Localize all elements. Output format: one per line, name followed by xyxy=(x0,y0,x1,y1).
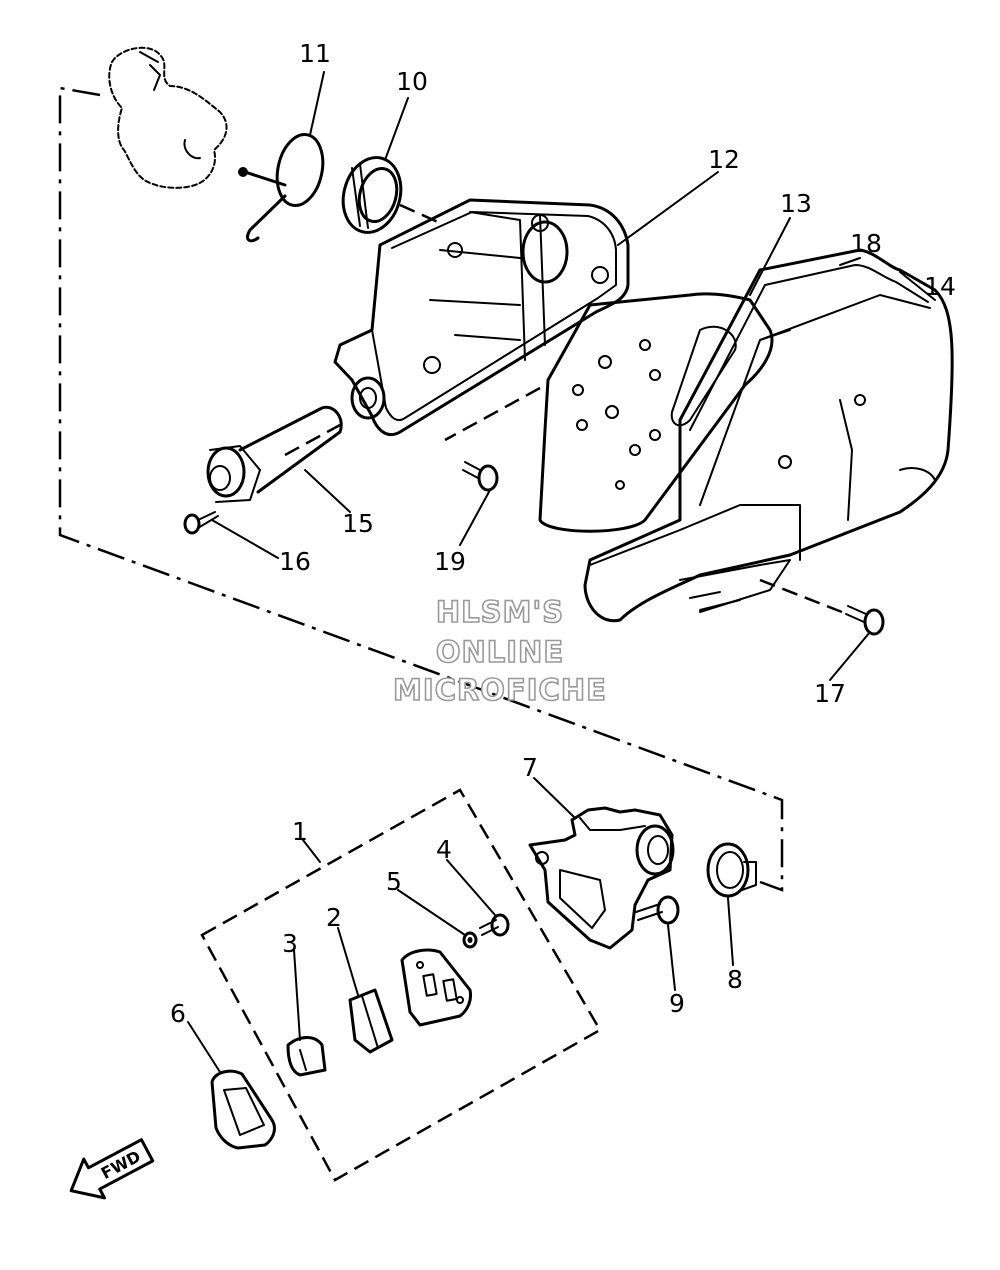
reed-plate xyxy=(400,948,472,1027)
part-7-manifold xyxy=(528,806,675,950)
callout-leaders xyxy=(187,71,936,1073)
callout-12: 12 xyxy=(708,145,740,174)
part-8-clamp xyxy=(706,842,757,898)
part-13-element xyxy=(538,292,774,533)
callout-3: 3 xyxy=(282,929,298,958)
callout-10: 10 xyxy=(396,67,428,96)
callout-5: 5 xyxy=(386,867,402,896)
part-17-screw xyxy=(845,605,885,636)
callout-9: 9 xyxy=(669,989,685,1018)
part-3-stopper xyxy=(286,1036,327,1077)
part-1-reed-valve-assembly xyxy=(200,788,602,1182)
part-2-reed xyxy=(348,988,394,1054)
watermark: HLSM'S ONLINE MICROFICHE xyxy=(392,594,607,708)
part-6-gasket xyxy=(210,1069,276,1150)
callout-15: 15 xyxy=(342,509,374,538)
part-10-grommet xyxy=(341,156,403,234)
part-9-bolt xyxy=(635,895,680,925)
watermark-line-2: ONLINE xyxy=(436,635,564,669)
callout-6: 6 xyxy=(170,999,186,1028)
callout-18: 18 xyxy=(850,229,882,258)
part-11-clip xyxy=(238,132,325,243)
part-15-tube xyxy=(206,405,343,503)
callout-8: 8 xyxy=(727,965,743,994)
engine-outline xyxy=(108,46,228,189)
part-19-screw xyxy=(462,461,499,492)
part-5-washer xyxy=(462,931,478,949)
part-4-screw xyxy=(479,913,510,937)
fwd-arrow-icon: FWD xyxy=(69,1138,155,1200)
callout-numbers: 11 10 12 13 18 14 15 16 19 17 7 1 4 5 2 … xyxy=(170,39,956,1028)
callout-17: 17 xyxy=(814,679,846,708)
watermark-line-1: HLSM'S xyxy=(436,595,564,629)
callout-14: 14 xyxy=(924,272,956,301)
callout-7: 7 xyxy=(522,753,538,782)
callout-11: 11 xyxy=(299,39,331,68)
callout-4: 4 xyxy=(436,835,452,864)
watermark-line-3: MICROFICHE xyxy=(393,673,607,707)
callout-19: 19 xyxy=(434,547,466,576)
callout-13: 13 xyxy=(780,189,812,218)
part-16-screw xyxy=(183,511,219,535)
part-14-cover xyxy=(583,248,954,623)
callout-2: 2 xyxy=(326,903,342,932)
callout-16: 16 xyxy=(279,547,311,576)
callout-1: 1 xyxy=(292,817,308,846)
part-12-air-box-case xyxy=(333,198,630,437)
